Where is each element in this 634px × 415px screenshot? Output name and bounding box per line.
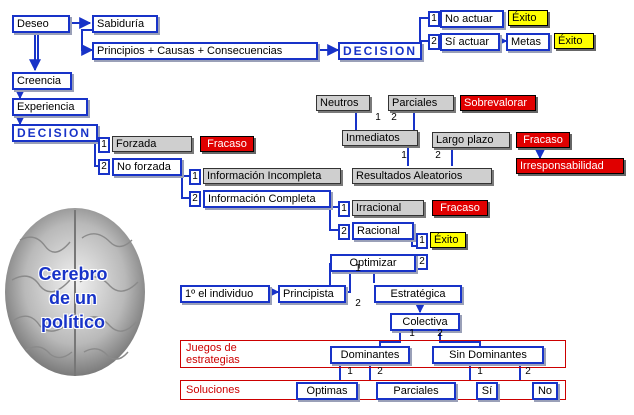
branch-number-1: 1 <box>355 263 361 274</box>
principios-node: Principios + Causas + Consecuencias <box>92 42 318 60</box>
branch-number-1: 1 <box>401 150 407 161</box>
brain-image <box>5 208 145 376</box>
no-solution-node: No <box>532 382 558 400</box>
branch-number-1: 1 <box>477 366 483 377</box>
branch-number-1: 1 <box>189 169 201 185</box>
juegos-label: Juegos de estrategias <box>186 342 240 366</box>
branch-number-1: 1 <box>416 233 428 249</box>
irracional-node: Irracional <box>352 200 424 216</box>
inmediatos-node: Inmediatos <box>342 130 418 146</box>
branch-number-2: 2 <box>435 150 441 161</box>
soluciones-row-frame <box>180 380 566 400</box>
principista-node: Principista <box>278 285 346 303</box>
fracaso-badge-largo-plazo: Fracaso <box>516 132 570 148</box>
exito-badge-racional: Éxito <box>430 232 466 248</box>
brain-caption: Cerebro de un político <box>18 262 128 334</box>
optimas-node: Optimas <box>296 382 358 400</box>
branch-number-2: 2 <box>377 366 383 377</box>
si-solution-node: Sí <box>476 382 498 400</box>
dominantes-node: Dominantes <box>330 346 410 364</box>
info-incompleta-node: Información Incompleta <box>203 168 341 184</box>
decision-left-node: DECISION <box>12 124 98 142</box>
sabiduria-node: Sabiduría <box>92 15 158 33</box>
branch-number-2: 2 <box>437 328 443 339</box>
no-forzada-node: No forzada <box>112 158 182 176</box>
branch-number-2: 2 <box>416 254 428 270</box>
optimizar-node: Optimizar <box>330 254 416 272</box>
fracaso-badge-irracional: Fracaso <box>432 200 488 216</box>
branch-number-1: 1 <box>347 366 353 377</box>
forzada-node: Forzada <box>112 136 192 152</box>
branch-number-1: 1 <box>375 112 381 123</box>
branch-number-1: 1 <box>338 201 350 217</box>
branch-number-2: 2 <box>355 298 361 309</box>
racional-node: Racional <box>352 222 414 240</box>
irresponsabilidad-badge: Irresponsabilidad <box>516 158 624 174</box>
largo-plazo-node: Largo plazo <box>432 132 510 148</box>
branch-number-2: 2 <box>338 224 350 240</box>
decision-top-node: DECISION <box>338 42 422 60</box>
brain-caption-line-1: Cerebro <box>38 264 108 284</box>
parciales-node: Parciales <box>388 95 454 111</box>
exito-badge-metas: Éxito <box>554 33 594 49</box>
branch-number-2: 2 <box>391 112 397 123</box>
juegos-row-frame <box>180 340 566 368</box>
deseo-node: Deseo <box>12 15 70 33</box>
branch-number-2: 2 <box>98 159 110 175</box>
parciales-solution-node: Parciales <box>376 382 456 400</box>
metas-node: Metas <box>506 33 550 51</box>
brain-caption-line-3: político <box>41 312 105 332</box>
fracaso-badge-forzada: Fracaso <box>200 136 254 152</box>
si-actuar-node: Sí actuar <box>440 33 500 51</box>
sobrevalorar-badge: Sobrevalorar <box>460 95 536 111</box>
exito-badge-top: Éxito <box>508 10 548 26</box>
resultados-aleatorios-node: Resultados Aleatorios <box>352 168 492 184</box>
branch-number-1: 1 <box>428 11 440 27</box>
branch-number-2: 2 <box>189 191 201 207</box>
soluciones-label: Soluciones <box>186 384 240 396</box>
info-completa-node: Información Completa <box>203 190 331 208</box>
brain-caption-line-2: de un <box>49 288 97 308</box>
no-actuar-node: No actuar <box>440 10 504 28</box>
branch-number-2: 2 <box>525 366 531 377</box>
arrow-group <box>14 17 550 380</box>
branch-number-1: 1 <box>98 137 110 153</box>
estrategica-node: Estratégica <box>374 285 462 303</box>
experiencia-node: Experiencia <box>12 98 88 116</box>
branch-number-2: 2 <box>428 34 440 50</box>
sin-dominantes-node: Sin Dominantes <box>432 346 544 364</box>
primero-individuo-node: 1º el individuo <box>180 285 270 303</box>
colectiva-node: Colectiva <box>390 313 460 331</box>
branch-number-1: 1 <box>409 328 415 339</box>
creencia-node: Creencia <box>12 72 72 90</box>
neutros-node: Neutros <box>316 95 370 111</box>
